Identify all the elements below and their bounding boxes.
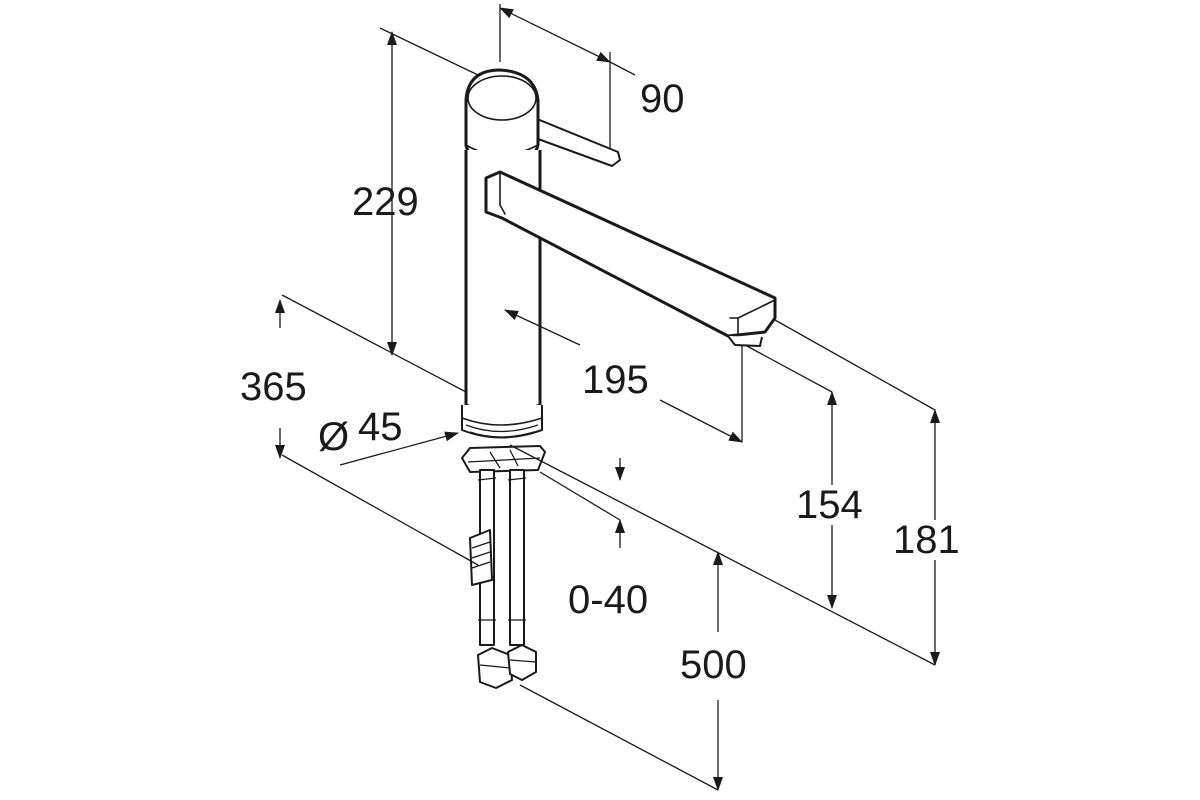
dim-500-label: 500: [680, 643, 747, 687]
dimension-lines: [275, 4, 940, 791]
aerator: [727, 335, 763, 347]
dim-195-label: 195: [582, 358, 649, 402]
spout: [484, 170, 777, 338]
dim-181-label: 181: [893, 518, 960, 562]
hose-nut-left: [477, 647, 513, 689]
dim-90-label: 90: [640, 77, 685, 121]
dim-0-40-label: 0-40: [568, 578, 648, 622]
dimension-labels: 90 229 365 Ø 45 195 154 181 0-40 500: [240, 77, 960, 687]
dim-154-label: 154: [796, 483, 863, 527]
hose-nut-right: [507, 644, 537, 681]
faucet-illustration: [461, 68, 777, 689]
diameter-symbol: Ø: [318, 415, 349, 459]
dim-229-label: 229: [352, 180, 419, 224]
dim-365-label: 365: [240, 365, 307, 409]
supply-hose-right: [509, 469, 525, 646]
dim-45-label: 45: [358, 405, 403, 449]
